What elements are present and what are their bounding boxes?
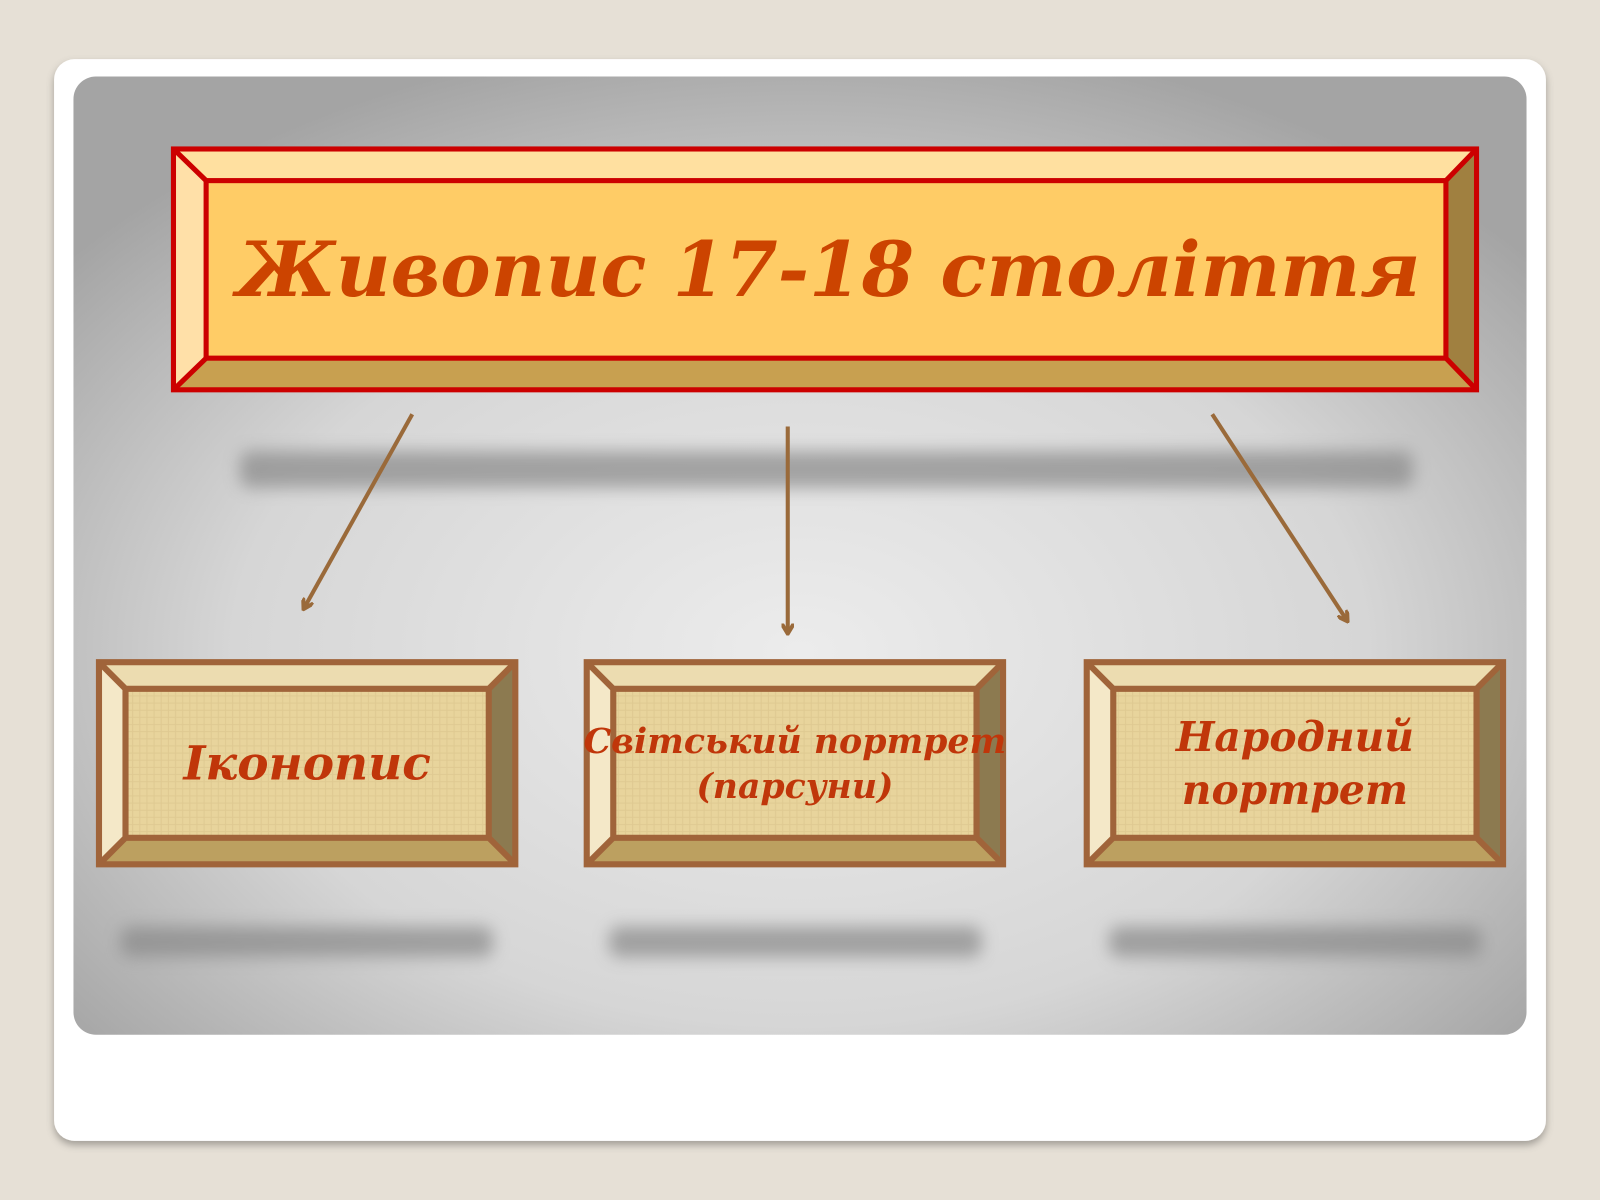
branch-box-narodnyi-portret: Народний портрет <box>1083 659 1507 868</box>
decorative-shadows <box>120 451 1482 958</box>
diagram-title: Живопис 17-18 століття <box>232 225 1421 314</box>
arrow-to-narodnyi-portret <box>1210 413 1347 620</box>
branch-box-svitskyi-portret: Світський портрет(парсуни) <box>584 659 1007 868</box>
branch-label: (парсуни) <box>696 766 893 807</box>
branch-label: Іконопис <box>181 737 430 792</box>
branch-label: Світський портрет <box>584 721 1007 762</box>
title-box: Живопис 17-18 століття <box>170 146 1480 393</box>
branch-box-iconopys: Іконопис <box>95 659 519 868</box>
branch-label: Народний <box>1175 713 1414 761</box>
arrow-to-iconopys <box>304 413 415 608</box>
branch-label: портрет <box>1182 766 1408 814</box>
arrows <box>304 413 1347 632</box>
